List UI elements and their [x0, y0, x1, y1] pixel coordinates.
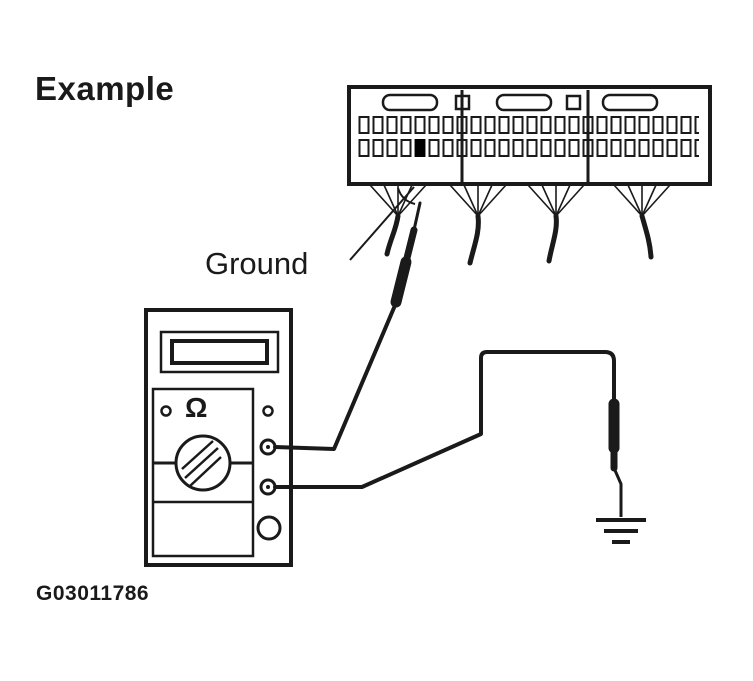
connector-body	[347, 85, 712, 186]
test-lead-to-connector	[273, 201, 422, 451]
figure-id: G03011786	[36, 582, 150, 605]
ground-pin	[415, 139, 425, 157]
multimeter-display	[159, 330, 280, 374]
test-lead-to-chassis	[273, 350, 646, 544]
rotary-dial	[153, 434, 253, 492]
ground-label: Ground	[205, 246, 309, 281]
probe-to-chassis	[608, 398, 623, 486]
example-heading: Example	[35, 70, 175, 107]
multimeter-body	[144, 308, 293, 567]
ground-leader-line	[349, 186, 415, 261]
ecu-connector	[347, 85, 712, 186]
dial-panel	[151, 387, 255, 558]
harness-bundle	[613, 184, 671, 260]
connector-pin-rows	[358, 116, 699, 157]
harness-bundle	[527, 184, 585, 264]
pin-cavity-arc	[397, 187, 416, 205]
panel-screw-left	[160, 405, 172, 417]
connector-dividers	[460, 90, 590, 182]
harness-bundle	[449, 184, 507, 266]
connector-latch-slots	[381, 93, 659, 112]
power-button	[256, 515, 282, 541]
chassis-ground-symbol	[596, 484, 646, 544]
multimeter	[144, 308, 293, 567]
ohm-symbol: Ω	[185, 392, 208, 423]
panel-screw-right	[262, 405, 274, 417]
probe-to-connector	[390, 201, 422, 308]
